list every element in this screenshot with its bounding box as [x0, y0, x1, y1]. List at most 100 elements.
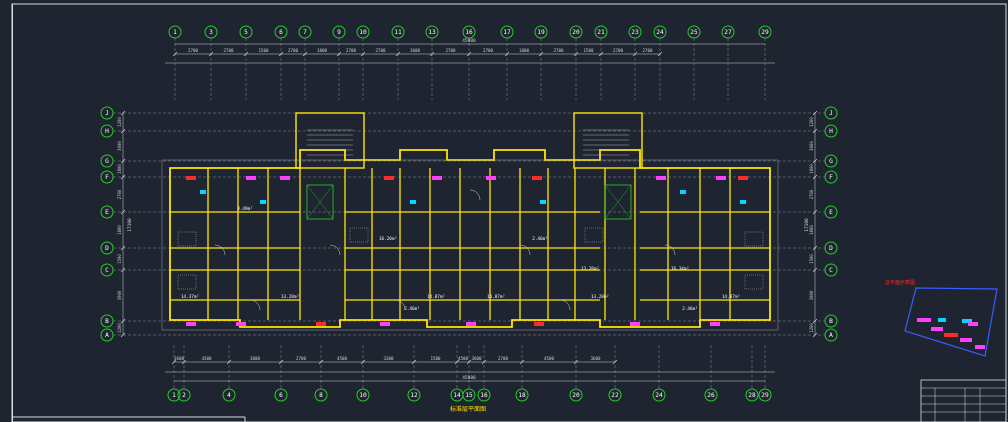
- axis-left-D-circle: [100, 241, 114, 255]
- dim-bottom-row-label: 4500: [337, 356, 348, 361]
- dim-bottom-row-label: 4500: [201, 356, 212, 361]
- dim-left-tick: [120, 245, 126, 251]
- overall-dim-top: 45000: [462, 38, 476, 44]
- room-area-label: 13.28m²: [281, 294, 299, 300]
- dim-top-row-tick: [302, 51, 308, 57]
- window-marker: [710, 322, 720, 326]
- hatch-area: [744, 231, 764, 247]
- axis-bottom-8-circle: [314, 388, 328, 402]
- window-marker: [316, 322, 326, 326]
- dimension-lines: 45000 2700 2700 1500 2700 1800 2700 2700 3600 270…: [117, 38, 818, 382]
- axis-right-H-circle: [824, 124, 838, 138]
- dim-left-label: 1200: [117, 323, 122, 333]
- fixture-marker: [540, 200, 546, 204]
- dim-right-label: 2700: [809, 189, 814, 199]
- window-marker: [630, 322, 640, 326]
- axis-left-H-circle: [100, 124, 114, 138]
- axis-top-1-label: 1: [173, 29, 177, 36]
- overall-dim-bottom: 45000: [462, 375, 476, 381]
- axis-right-G-label: G: [829, 158, 833, 165]
- fixture-marker: [740, 200, 746, 204]
- axis-top-11-circle: [391, 25, 405, 39]
- dim-bottom-row-tick: [519, 359, 525, 365]
- door-swing: [664, 244, 676, 256]
- axis-top-5-label: 5: [244, 29, 248, 36]
- axis-left-B-label: B: [105, 318, 109, 325]
- dim-bottom-row-tick: [171, 359, 177, 365]
- dim-top-row-tick: [504, 51, 510, 57]
- dim-top-row-label: 2700: [188, 48, 199, 53]
- window-marker: [716, 176, 726, 180]
- axis-top-16-label: 16: [465, 29, 473, 36]
- door-swing: [469, 189, 481, 201]
- axis-left-B-circle: [100, 314, 114, 328]
- dim-top-row-tick: [632, 51, 638, 57]
- elevator-cross: [306, 184, 334, 220]
- fixture-marker: [410, 200, 416, 204]
- axis-top-27-label: 27: [724, 29, 732, 36]
- axis-bottom-12-label: 12: [410, 392, 418, 399]
- axis-left-J-circle: [100, 106, 114, 120]
- dim-top-row-label: 1800: [519, 48, 530, 53]
- axis-bottom-15-circle: [462, 388, 476, 402]
- dim-left-tick: [120, 128, 126, 134]
- dim-top-row-tick: [243, 51, 249, 57]
- axis-top-5-circle: [239, 25, 253, 39]
- axis-bottom-15-label: 15: [465, 392, 473, 399]
- axis-top-24-label: 24: [656, 29, 664, 36]
- dim-bottom-row-tick: [573, 359, 579, 365]
- dim-top-row-label: 2700: [445, 48, 456, 53]
- axis-bottom-20-circle: [569, 388, 583, 402]
- dim-left-tick: [120, 267, 126, 273]
- axis-bottom-4-circle: [222, 388, 236, 402]
- dim-right-tick: [812, 110, 818, 116]
- dim-left-label: 2700: [117, 189, 122, 199]
- site-building-6: [960, 338, 972, 342]
- dim-bottom-row-label: 1500: [430, 356, 441, 361]
- axis-bottom-26-label: 26: [707, 392, 715, 399]
- site-building-7: [975, 345, 985, 349]
- site-plan-boundary: [904, 287, 998, 357]
- room-area-label: 14.87m²: [487, 294, 505, 300]
- axis-left-E-circle: [100, 205, 114, 219]
- dim-left-label: 3900: [117, 290, 122, 300]
- room-area-label: 2.46m²: [404, 306, 420, 312]
- site-building-8: [968, 322, 978, 326]
- axis-top-19-circle: [534, 25, 548, 39]
- dim-left-tick: [120, 318, 126, 324]
- hatch-area: [177, 274, 197, 290]
- axis-top-19-label: 19: [537, 29, 545, 36]
- hatch-area: [584, 227, 604, 243]
- axis-right-B-circle: [824, 314, 838, 328]
- hatch-area: [349, 227, 369, 243]
- axis-bottom-22-circle: [608, 388, 622, 402]
- axis-bottom-6-label: 6: [279, 392, 283, 399]
- dim-top-row-tick: [278, 51, 284, 57]
- dim-top-row-label: 3600: [410, 48, 421, 53]
- axis-bottom-10-label: 10: [359, 392, 367, 399]
- dim-right-tick: [812, 267, 818, 273]
- hatch-area: [177, 231, 197, 247]
- axis-top-1-circle: [168, 25, 182, 39]
- dim-right-label: 1500: [809, 254, 814, 264]
- axis-top-23-circle: [628, 25, 642, 39]
- axis-top-6-label: 6: [279, 29, 283, 36]
- room-area-label: 16.34m²: [671, 266, 689, 272]
- dim-top-row-tick: [336, 51, 342, 57]
- room-area-label: 13.28m²: [581, 266, 599, 272]
- window-marker: [432, 176, 442, 180]
- axis-bottom-1-label: 1: [172, 392, 176, 399]
- window-marker: [236, 322, 246, 326]
- dim-top-row-label: 2700: [553, 48, 564, 53]
- site-building-4: [931, 327, 943, 331]
- dim-top-row-label: 2700: [642, 48, 653, 53]
- dim-top-row-tick: [360, 51, 366, 57]
- axis-top-29-label: 29: [761, 29, 769, 36]
- dim-right-tick: [812, 128, 818, 134]
- dim-bottom-row-tick: [360, 359, 366, 365]
- dim-bottom-row-label: 2700: [296, 356, 307, 361]
- axis-right-C-label: C: [829, 267, 833, 274]
- axis-top-10-label: 10: [359, 29, 367, 36]
- dim-top-row-label: 1500: [583, 48, 594, 53]
- fixture-marker: [680, 190, 686, 194]
